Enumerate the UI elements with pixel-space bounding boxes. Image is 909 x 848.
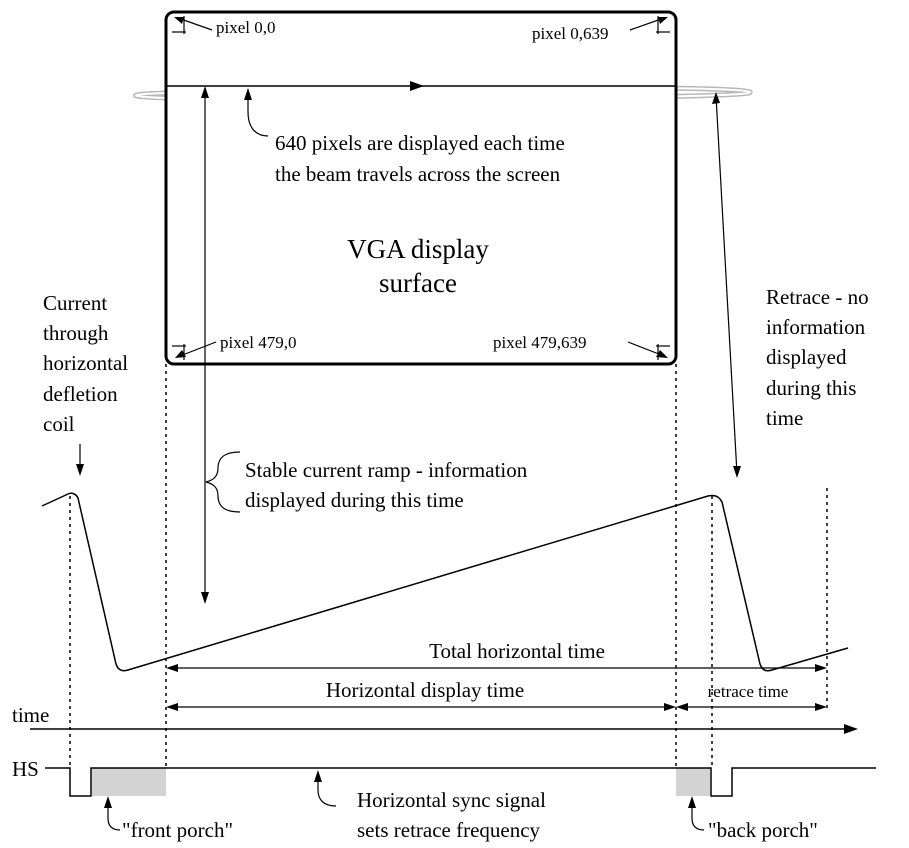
coil-label-line5: coil [43,412,75,436]
coil-annotation: Current through horizontal defletion coi… [43,291,128,476]
corner-marker-top-left [172,16,213,34]
total-horizontal-time-label: Total horizontal time [429,639,605,663]
sync-annotation-leader [314,770,337,807]
pixel-label-bottom-left: pixel 479,0 [220,333,297,352]
pixel-label-bottom-right: pixel 479,639 [493,333,587,352]
horizontal-display-time-label: Horizontal display time [326,678,524,702]
coil-label-line1: Current [43,291,107,315]
corner-marker-top-right [629,16,670,34]
back-porch-region [676,768,710,796]
horizontal-display-time-arrow [166,703,676,711]
ramp-double-arrow [201,86,209,604]
front-porch-region [92,768,166,796]
retrace-label-line5: time [766,406,803,430]
retrace-time-label: retrace time [708,682,789,701]
beam-annotation-line1: 640 pixels are displayed each time [275,131,565,155]
pixel-label-top-left: pixel 0,0 [216,18,276,37]
beam-annotation-leader [244,88,269,137]
retrace-annotation: Retrace - no information displayed durin… [766,285,869,430]
display-surface [164,10,678,366]
time-axis-label: time [12,703,49,727]
coil-label-line4: defletion [43,382,118,406]
retrace-label-line1: Retrace - no [766,285,869,309]
time-axis [30,724,858,734]
total-horizontal-time-arrow [166,664,827,672]
screen-title-line2: surface [379,268,457,298]
sync-annotation-line1: Horizontal sync signal [357,788,546,812]
pixel-label-top-right: pixel 0,639 [532,24,609,43]
corner-marker-bottom-right [627,341,670,360]
front-porch-leader [104,796,121,831]
ramp-brace [205,451,241,513]
ramp-annotation-line1: Stable current ramp - information [245,458,528,482]
hs-signal-waveform [45,767,876,797]
coil-label-line3: horizontal [43,351,128,375]
retrace-label-line3: displayed [766,345,847,369]
hs-label: HS [12,757,39,781]
retrace-label-line4: during this [766,376,856,400]
retrace-label-line2: information [766,315,866,339]
ramp-annotation-line2: displayed during this time [245,488,464,512]
beam-annotation-line2: the beam travels across the screen [275,162,561,186]
back-porch-leader [688,796,705,831]
screen-title-line1: VGA display [347,234,489,264]
coil-label-line2: through [43,321,109,345]
beam-direction-arrow [410,81,424,91]
back-porch-label: "back porch" [708,818,818,842]
sync-annotation-line2: sets retrace frequency [357,818,541,842]
corner-marker-bottom-left [172,341,217,360]
front-porch-label: "front porch" [122,818,233,842]
retrace-double-arrow [712,92,741,478]
retrace-time-arrow [676,703,827,711]
